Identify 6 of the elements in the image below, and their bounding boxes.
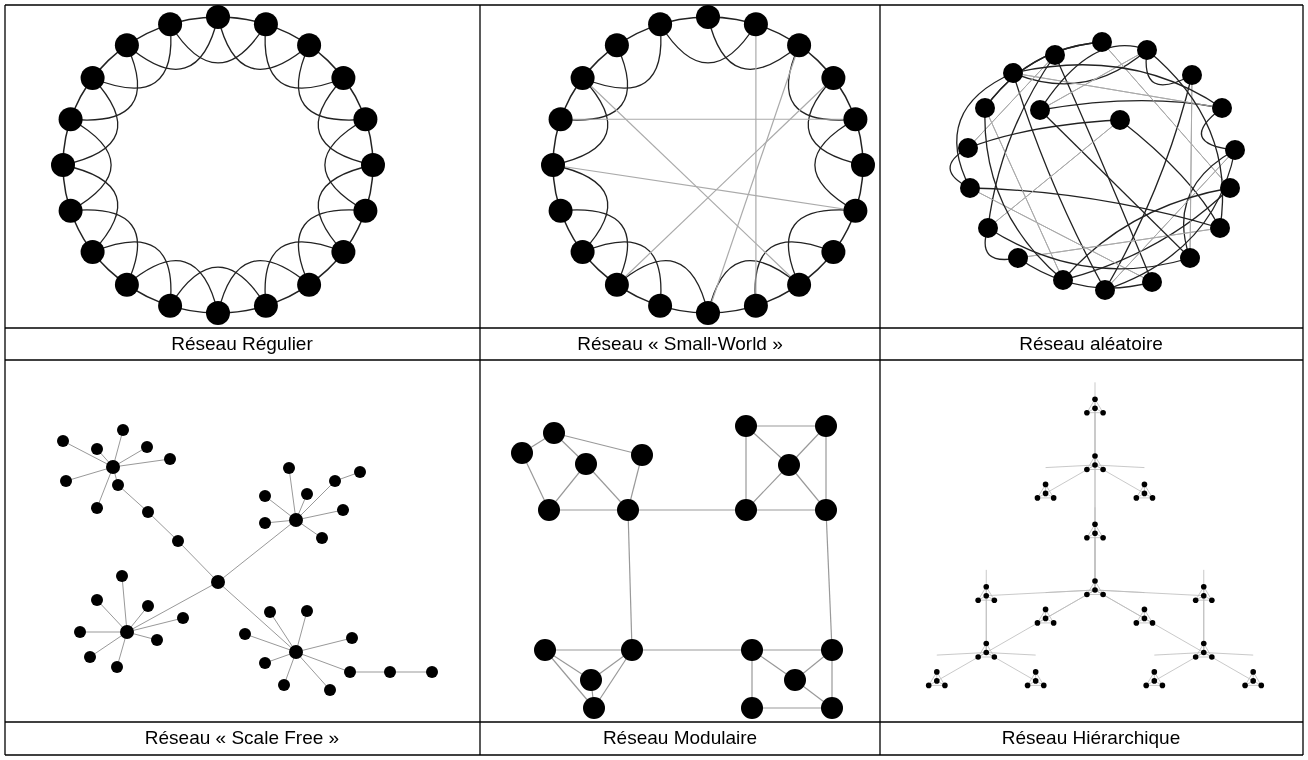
caption: Réseau « Scale Free » bbox=[144, 727, 340, 749]
caption: Réseau aléatoire bbox=[1019, 333, 1163, 355]
caption: Réseau Modulaire bbox=[602, 727, 758, 749]
caption: Réseau Régulier bbox=[171, 333, 313, 355]
caption: Réseau Hiérarchique bbox=[1001, 727, 1181, 749]
caption: Réseau « Small-World » bbox=[577, 333, 783, 355]
